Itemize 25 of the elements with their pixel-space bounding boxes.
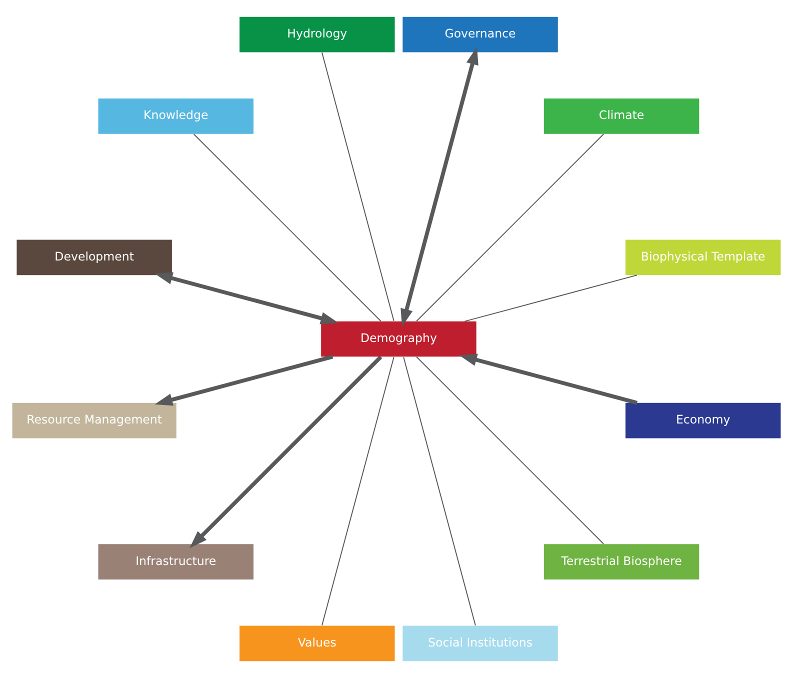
node-box: Climate: [544, 98, 700, 134]
arrow: [459, 353, 638, 404]
node-box: Values: [240, 625, 395, 661]
connector: [193, 133, 382, 322]
connector: [464, 274, 638, 322]
node-box: Hydrology: [240, 16, 395, 52]
arrow: [400, 46, 478, 326]
node-box: Governance: [402, 16, 558, 52]
node-box: Resource Management: [12, 402, 176, 438]
connector: [322, 356, 394, 626]
node-box: Biophysical Template: [625, 239, 781, 275]
node-box: Infrastructure: [98, 544, 254, 579]
arrow: [154, 354, 334, 406]
connector: [416, 133, 604, 322]
connector: [322, 52, 394, 321]
connector: [403, 356, 476, 626]
arrow: [190, 354, 382, 548]
arrow: [154, 272, 338, 324]
connector: [416, 356, 604, 544]
node-box: Terrestrial Biosphere: [544, 544, 700, 579]
node-box: Development: [16, 239, 172, 275]
node-box: Demography: [321, 320, 476, 356]
node-box: Knowledge: [98, 98, 254, 134]
node-box: Economy: [625, 402, 781, 438]
node-box: Social Institutions: [402, 625, 558, 661]
